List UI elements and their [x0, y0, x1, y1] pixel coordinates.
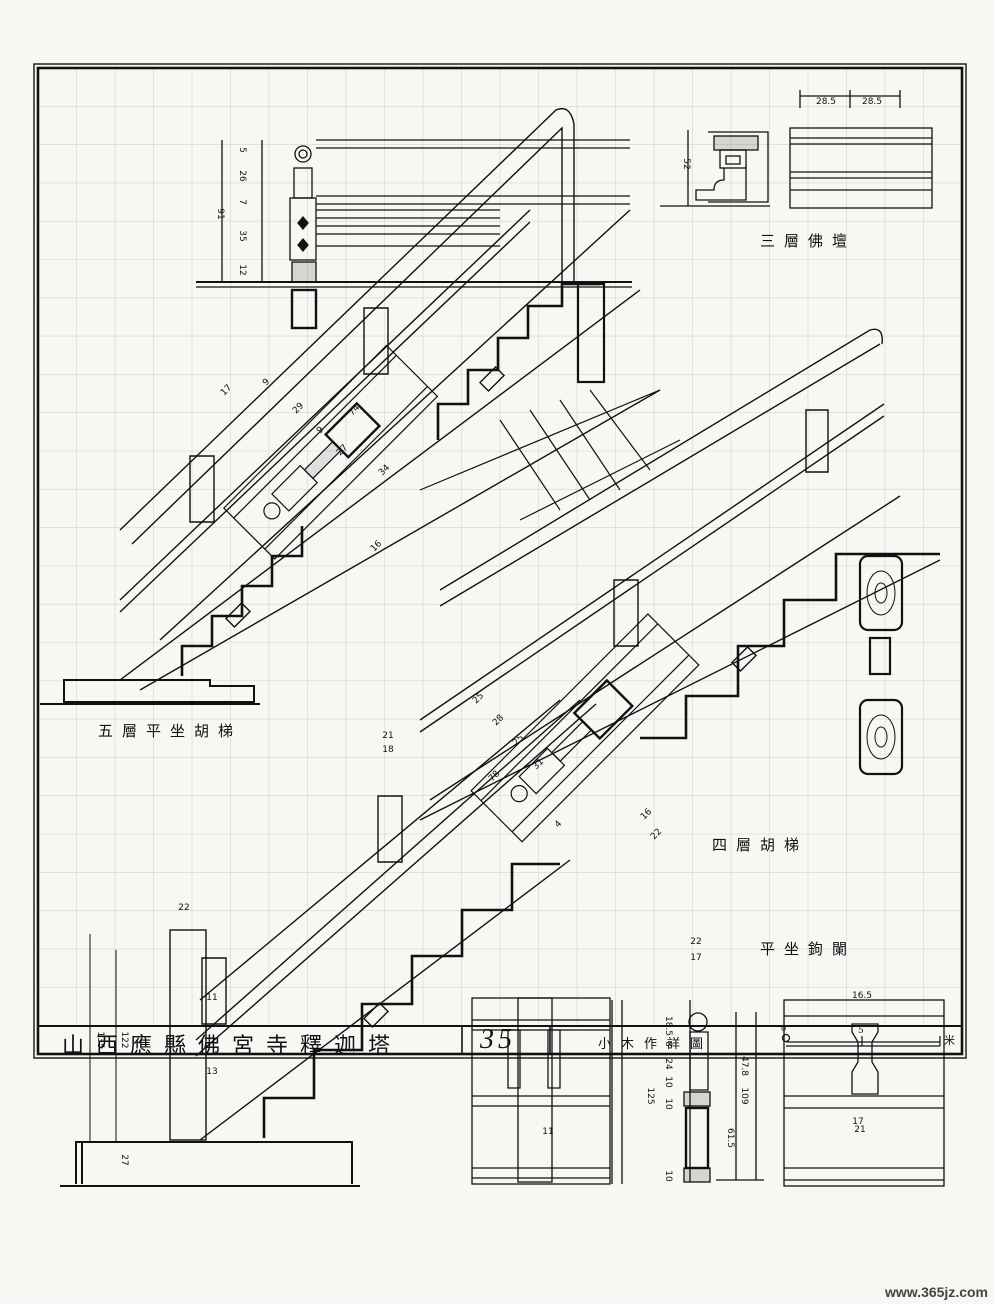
dimension-bottom_right_balustrade-6: 125 — [645, 1087, 655, 1104]
dimension-top_left_rail-5: 91 — [215, 208, 225, 219]
plate-number: 35 — [480, 1024, 516, 1055]
dimension-bottom_left-5: 135 — [95, 1031, 105, 1048]
sheet-frame — [33, 63, 967, 1059]
dimension-left_stair_post-0: 17 — [219, 383, 234, 398]
balustrade-elevation — [471, 997, 691, 1185]
label-right-stair: 四層胡梯 — [712, 836, 809, 854]
dimension-bottom_right_balustrade-4: 24 — [663, 1058, 673, 1070]
lower-stair-base — [60, 934, 360, 1187]
dimension-bottom_left-7: 27 — [119, 1154, 129, 1165]
dimension-bottom_left-1: 18 — [382, 745, 394, 755]
dimension-left_stair_post-2: 29 — [291, 401, 306, 416]
dimension-top_right_altar-2: 28.5 — [862, 97, 882, 107]
dimension-bottom_right_balustrade-12: 11 — [542, 1127, 553, 1137]
dimension-bottom_right_balustrade-2: 18.5 — [663, 1016, 673, 1036]
scale-bar — [781, 1033, 941, 1047]
label-top-right-altar: 三層佛壇 — [760, 232, 857, 250]
dimension-left_stair_post-6: 34 — [377, 463, 392, 478]
left-stair-base — [40, 679, 260, 705]
dimension-top_left_rail-1: 26 — [237, 170, 247, 182]
dimension-top_left_rail-2: 7 — [237, 199, 247, 205]
dimension-bottom_right_balustrade-7: 10 — [663, 1098, 673, 1110]
dimension-top_right_altar-0: 52 — [681, 158, 691, 169]
rail-elevation-top — [196, 139, 632, 330]
dimension-left_stair_post-7: 16 — [369, 539, 384, 554]
dimension-top_left_rail-4: 12 — [237, 264, 247, 275]
altar-section — [660, 130, 770, 207]
dimension-right_stair_post-1: 28 — [491, 713, 506, 728]
sheet-title: 山西應縣佛宮寺釋迦塔 — [62, 1034, 403, 1059]
left-stair-steps — [180, 282, 606, 676]
left-post-section — [222, 344, 439, 560]
dimension-right_stair_post-0: 25 — [471, 691, 486, 706]
balustrade-side — [783, 999, 945, 1187]
dimension-bottom_right_balustrade-13: 16.5 — [852, 991, 872, 1001]
right-stair-steps — [640, 552, 940, 740]
dimension-bottom_right_balustrade-5: 10 — [663, 1076, 673, 1088]
dimension-bottom_right_balustrade-9: 109 — [739, 1087, 749, 1104]
dimension-right_stair_post-6: 16 — [639, 807, 654, 822]
dimension-bottom_left-3: 11 — [206, 993, 217, 1003]
dimension-bottom_right_balustrade-11: 10 — [663, 1170, 673, 1182]
balustrade-section — [611, 1000, 764, 1184]
dimension-left_stair_post-1: 9 — [261, 377, 272, 388]
scale-mid: 5 — [858, 1026, 864, 1036]
label-balustrade: 平坐鉤闌 — [760, 940, 857, 958]
dimension-top_left_rail-3: 35 — [237, 230, 247, 241]
right-post-section — [470, 613, 700, 843]
dimension-bottom_left-0: 21 — [382, 731, 393, 741]
right-stair-sections — [858, 554, 904, 776]
dimension-top_right_altar-1: 28.5 — [816, 97, 836, 107]
dimension-top_left_rail-0: 5 — [237, 147, 247, 153]
dimension-left_stair_post-3: 9 — [315, 425, 326, 436]
sheet-subtitle: 小木作詳圖 — [598, 1037, 714, 1052]
dimension-bottom_left-2: 22 — [178, 903, 189, 913]
upper-handrail — [119, 107, 661, 691]
scale-unit: 米 — [944, 1034, 955, 1047]
dimension-bottom_right_balustrade-14: 17 — [852, 1117, 863, 1127]
watermark: www.365jz.com — [885, 1284, 988, 1300]
dimension-bottom_right_balustrade-1: 17 — [690, 953, 701, 963]
scale-zero: 0 — [781, 1024, 787, 1033]
dimension-bottom_left-4: 13 — [206, 1067, 217, 1077]
dimension-bottom_right_balustrade-0: 22 — [690, 937, 701, 947]
dimension-bottom_right_balustrade-3: 8 — [663, 1041, 673, 1047]
dimension-right_stair_post-5: 4 — [553, 819, 564, 830]
dimension-bottom_right_balustrade-15: 21 — [854, 1125, 865, 1135]
right-stair — [419, 328, 941, 821]
stair-section-cut — [419, 389, 681, 521]
label-left-stair: 五層平坐胡梯 — [98, 722, 243, 740]
dimension-right_stair_post-7: 22 — [649, 827, 664, 842]
dimension-bottom_left-6: 122 — [119, 1031, 129, 1048]
dimension-bottom_right_balustrade-10: 61.5 — [725, 1128, 735, 1148]
altar-elevation — [789, 90, 933, 209]
lower-stair-steps — [262, 862, 560, 1138]
dimension-bottom_right_balustrade-8: 47.8 — [739, 1056, 749, 1076]
lower-stair — [169, 699, 597, 1141]
